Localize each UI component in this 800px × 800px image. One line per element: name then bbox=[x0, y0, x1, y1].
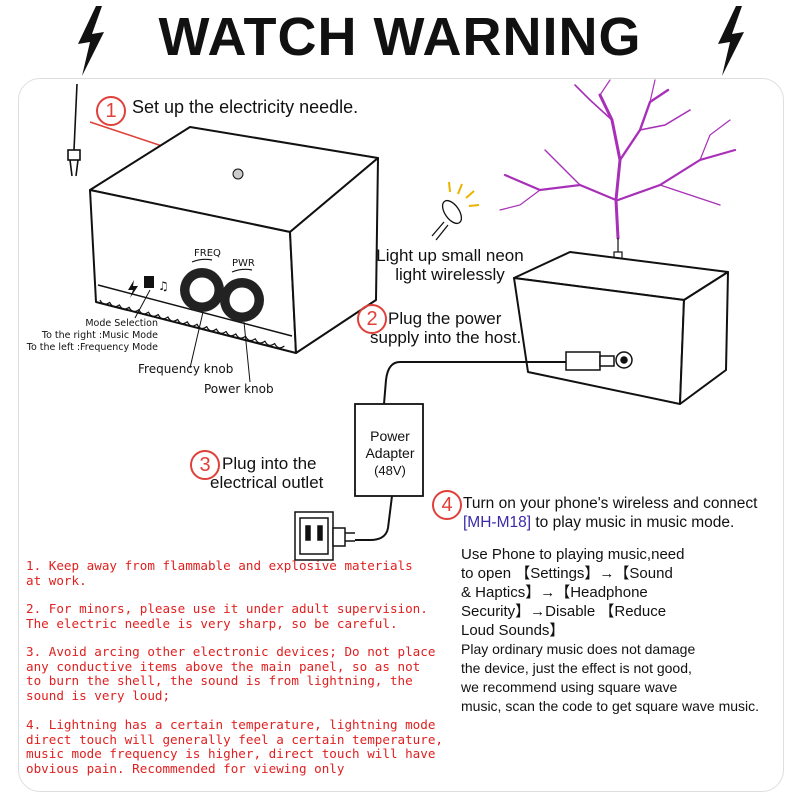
power-adapter-icon bbox=[354, 403, 424, 497]
power-knob-label: Power knob bbox=[204, 382, 274, 396]
lightning-bolt-icon-right bbox=[718, 6, 744, 76]
svg-text:♫: ♫ bbox=[158, 279, 169, 293]
host-unit-box bbox=[513, 251, 729, 405]
lightning-bolt-icon-left bbox=[78, 6, 104, 76]
warning-item-2: 2. For minors, please use it under adult… bbox=[26, 601, 428, 631]
electric-needle-icon bbox=[67, 83, 81, 177]
lightning-arc-icon bbox=[499, 79, 737, 240]
mode-selection-note: Mode Selection To the right :Music Mode … bbox=[26, 318, 158, 353]
phone-instructions: Use Phone to playing music,need to open … bbox=[461, 546, 760, 714]
mode-switch-icon: ♫ bbox=[128, 276, 169, 298]
power-knob-icon bbox=[220, 278, 264, 322]
frequency-knob-label: Frequency knob bbox=[138, 362, 234, 376]
page-title: WATCH WARNING bbox=[158, 7, 642, 67]
device-code: [MH-M18] bbox=[463, 514, 532, 531]
dc-plug-icon bbox=[565, 351, 633, 371]
step-1-number: 1 bbox=[96, 96, 126, 126]
warning-item-1: 1. Keep away from flammable and explosiv… bbox=[26, 558, 413, 588]
step-3-number: 3 bbox=[190, 450, 220, 480]
neon-bulb-icon bbox=[431, 181, 480, 241]
step-4-text: Turn on your phone's wireless and connec… bbox=[463, 495, 758, 531]
pwr-label: PWR bbox=[232, 258, 255, 269]
power-adapter-label: Power Adapter (48V) bbox=[365, 428, 415, 478]
step-2-text: Plug the power supply into the host. bbox=[370, 309, 522, 347]
step-3-text: Plug into the electrical outlet bbox=[210, 454, 324, 492]
warning-item-3: 3. Avoid arcing other electronic devices… bbox=[26, 644, 436, 703]
neon-label: Light up small neon light wirelessly bbox=[376, 246, 524, 284]
electrical-outlet-icon bbox=[294, 511, 355, 561]
warning-item-4: 4. Lightning has a certain temperature, … bbox=[26, 717, 444, 776]
step-1-text: Set up the electricity needle. bbox=[132, 97, 359, 117]
step-2-number: 2 bbox=[357, 304, 387, 334]
freq-label: FREQ bbox=[194, 248, 221, 259]
frequency-knob-icon bbox=[180, 268, 224, 312]
step-4-number: 4 bbox=[432, 490, 462, 520]
